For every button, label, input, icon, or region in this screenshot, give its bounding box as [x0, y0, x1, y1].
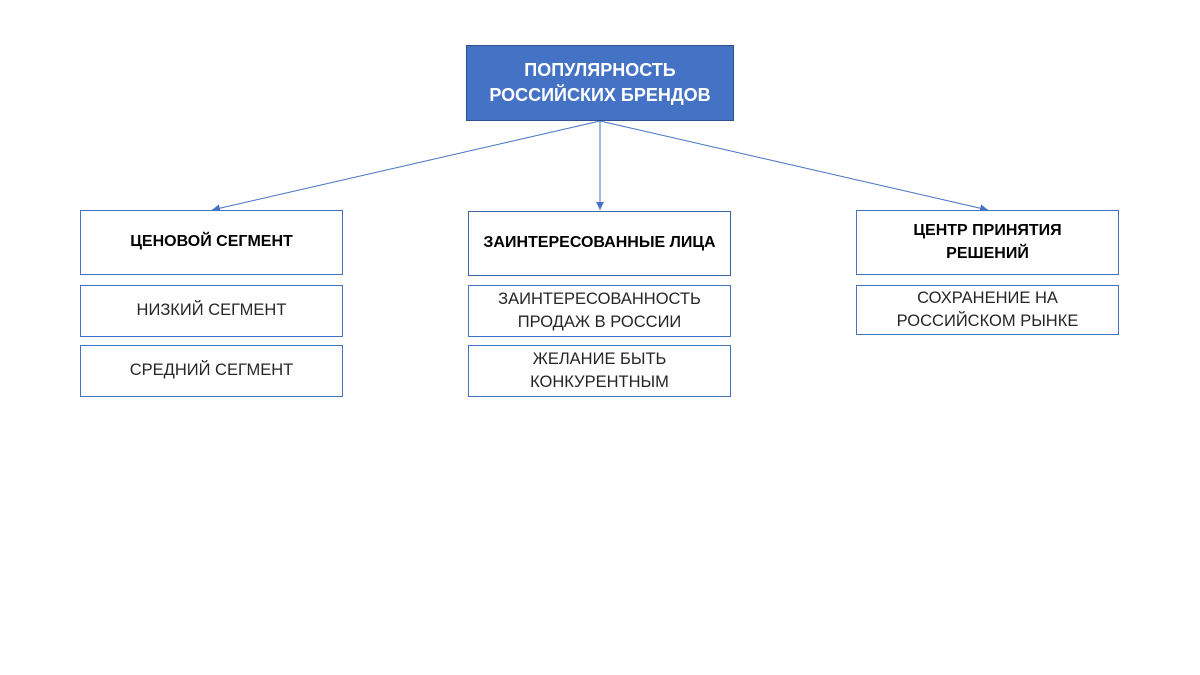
item-line: НИЗКИЙ СЕГМЕНТ: [136, 301, 287, 320]
item-line: ЖЕЛАНИЕ БЫТЬ: [532, 349, 667, 368]
arrow-root-to-decision-center: [599, 120, 989, 213]
item-line: РОССИЙСКОМ РЫНКЕ: [896, 312, 1079, 330]
item-low-segment: НИЗКИЙ СЕГМЕНТ: [80, 285, 343, 337]
item-competitiveness: ЖЕЛАНИЕ БЫТЬ КОНКУРЕНТНЫМ: [468, 345, 731, 397]
category-stakeholders: ЗАИНТЕРЕСОВАННЫЕ ЛИЦА: [468, 211, 731, 276]
root-line-1: ПОПУЛЯРНОСТЬ: [524, 59, 676, 80]
item-line: ПРОДАЖ В РОССИИ: [517, 313, 682, 331]
category-title-line: ЗАИНТЕРЕСОВАННЫЕ ЛИЦА: [483, 234, 716, 252]
root-node: ПОПУЛЯРНОСТЬ РОССИЙСКИХ БРЕНДОВ: [466, 45, 734, 121]
item-line: СРЕДНИЙ СЕГМЕНТ: [129, 361, 294, 380]
item-line: КОНКУРЕНТНЫМ: [530, 373, 669, 391]
category-title-line: ЦЕНТР ПРИНЯТИЯ: [913, 222, 1062, 240]
item-market-presence: СОХРАНЕНИЕ НА РОССИЙСКОМ РЫНКЕ: [856, 285, 1119, 335]
category-decision-center: ЦЕНТР ПРИНЯТИЯ РЕШЕНИЙ: [856, 210, 1119, 275]
category-price-segment: ЦЕНОВОЙ СЕГМЕНТ: [80, 210, 343, 275]
item-line: ЗАИНТЕРЕСОВАННОСТЬ: [498, 289, 701, 308]
root-line-2: РОССИЙСКИХ БРЕНДОВ: [489, 85, 711, 105]
item-sales-interest: ЗАИНТЕРЕСОВАННОСТЬ ПРОДАЖ В РОССИИ: [468, 285, 731, 337]
category-title-line: ЦЕНОВОЙ СЕГМЕНТ: [130, 233, 293, 251]
arrow-root-to-price-segment: [211, 120, 601, 213]
category-title-line: РЕШЕНИЙ: [946, 244, 1029, 262]
item-line: СОХРАНЕНИЕ НА: [917, 288, 1058, 307]
item-middle-segment: СРЕДНИЙ СЕГМЕНТ: [80, 345, 343, 397]
